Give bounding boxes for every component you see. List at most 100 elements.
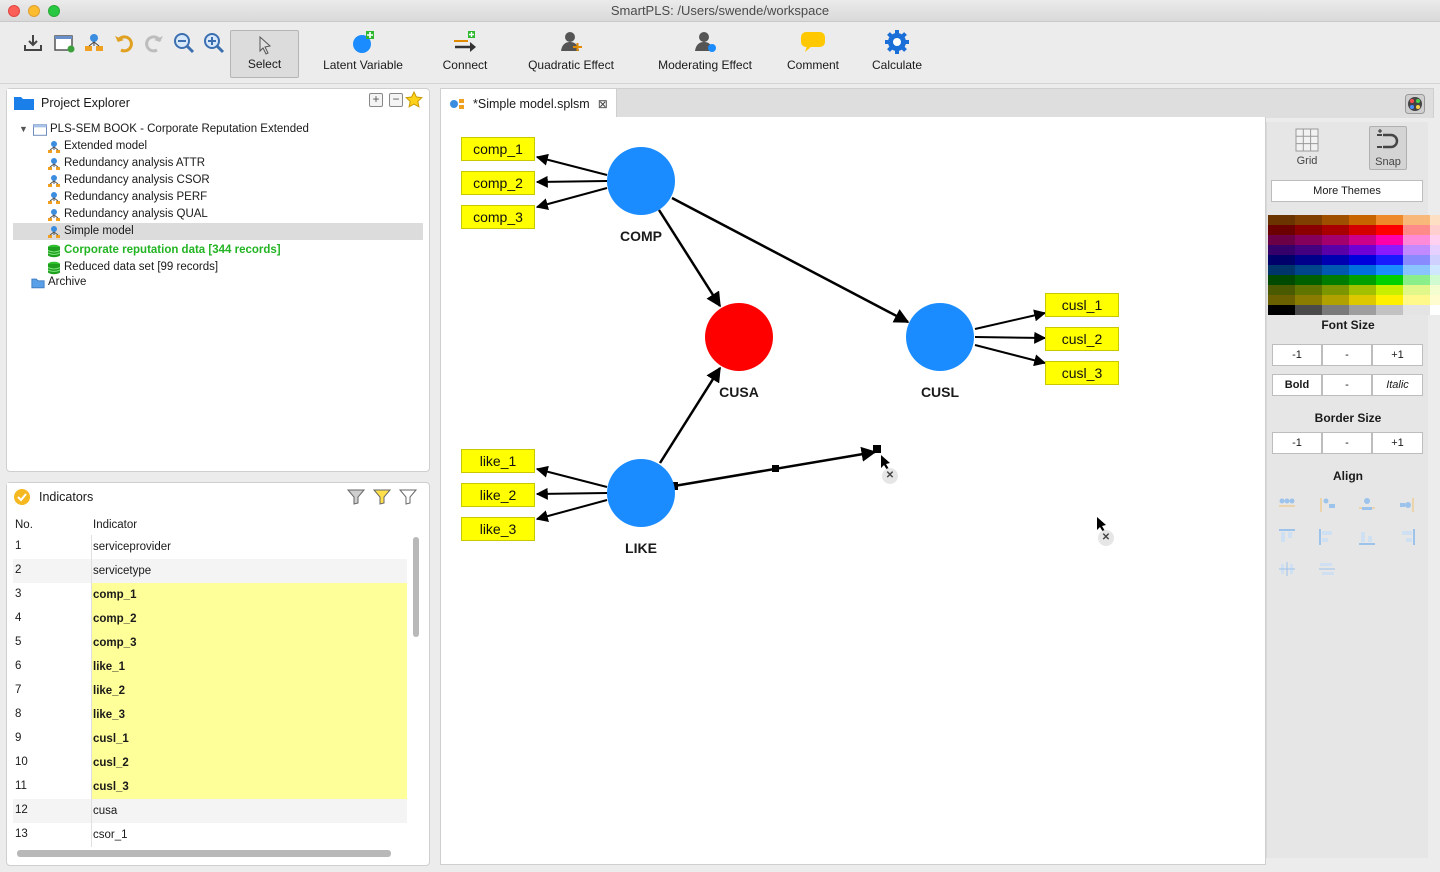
palette-icon[interactable] (1405, 94, 1425, 114)
color-swatch[interactable] (1322, 285, 1349, 295)
latent-variable-cusl[interactable] (906, 303, 974, 371)
archive-folder[interactable]: Archive (31, 274, 86, 291)
color-swatch[interactable] (1295, 285, 1322, 295)
latent-variable-comp-label[interactable]: COMP (620, 228, 662, 244)
color-swatch[interactable] (1295, 235, 1322, 245)
color-swatch[interactable] (1349, 225, 1376, 235)
filter-icon[interactable] (347, 489, 365, 505)
border-size-increase-button[interactable]: +1 (1372, 432, 1423, 454)
indicator-box-cusl-1[interactable]: cusl_1 (1045, 293, 1119, 317)
color-swatch[interactable] (1295, 225, 1322, 235)
loading-like-3[interactable] (535, 499, 608, 522)
more-themes-button[interactable]: More Themes (1271, 180, 1423, 202)
collapse-all-icon[interactable]: − (389, 93, 403, 107)
color-swatch[interactable] (1322, 235, 1349, 245)
color-swatch[interactable] (1268, 215, 1295, 225)
latent-variable-cusa-label[interactable]: CUSA (719, 384, 759, 400)
project-root[interactable]: ▼ PLS-SEM BOOK - Corporate Reputation Ex… (19, 121, 309, 138)
color-swatch[interactable] (1403, 305, 1430, 315)
distribute-horizontal-icon[interactable] (1278, 560, 1296, 578)
latent-variable-cusl-label[interactable]: CUSL (920, 384, 960, 400)
color-swatch[interactable] (1403, 235, 1430, 245)
color-swatch[interactable] (1349, 215, 1376, 225)
zoom-out-icon[interactable] (171, 30, 197, 56)
color-swatch[interactable] (1430, 305, 1440, 315)
color-swatch[interactable] (1295, 265, 1322, 275)
disclosure-triangle-icon[interactable]: ▼ (19, 124, 28, 134)
tree-item-reduced-data-set-99-records[interactable]: Reduced data set [99 records] (47, 259, 218, 276)
font-size-decrease-button[interactable]: -1 (1272, 344, 1322, 366)
indicator-box-cusl-3[interactable]: cusl_3 (1045, 361, 1119, 385)
color-swatch[interactable] (1268, 235, 1295, 245)
color-swatch[interactable] (1295, 305, 1322, 315)
color-swatch[interactable] (1430, 215, 1440, 225)
indicators-tab[interactable]: Indicators (7, 483, 103, 511)
color-swatch[interactable] (1268, 255, 1295, 265)
font-size-reset-button[interactable]: - (1322, 344, 1372, 366)
indicator-box-like-1[interactable]: like_1 (461, 449, 535, 473)
align-right-edges-icon[interactable] (1398, 528, 1416, 546)
color-swatch[interactable] (1376, 295, 1403, 305)
tree-item-corporate-reputation-data-344-records[interactable]: Corporate reputation data [344 records] (47, 242, 281, 259)
align-left-edges-icon[interactable] (1318, 528, 1336, 546)
color-swatch[interactable] (1349, 295, 1376, 305)
color-swatch[interactable] (1349, 275, 1376, 285)
window-icon[interactable] (51, 30, 77, 56)
tree-item-simple-model[interactable]: Simple model (13, 223, 423, 240)
redo-icon[interactable] (141, 30, 167, 56)
tree-item-extended-model[interactable]: Extended model (47, 138, 147, 155)
align-middle-icon[interactable] (1358, 496, 1376, 514)
indicator-box-comp-2[interactable]: comp_2 (461, 171, 535, 195)
color-swatch[interactable] (1376, 235, 1403, 245)
project-explorer-tab[interactable]: Project Explorer (7, 89, 135, 117)
filter-used-icon[interactable] (373, 489, 391, 505)
tree-item-redundancy-analysis-csor[interactable]: Redundancy analysis CSOR (47, 172, 210, 189)
latent-variable-like-label[interactable]: LIKE (625, 540, 657, 556)
close-tab-icon[interactable]: ⊠ (597, 97, 608, 111)
color-swatch[interactable] (1430, 255, 1440, 265)
color-swatch[interactable] (1268, 225, 1295, 235)
color-swatch[interactable] (1430, 265, 1440, 275)
color-swatch[interactable] (1268, 245, 1295, 255)
tree-item-redundancy-analysis-perf[interactable]: Redundancy analysis PERF (47, 189, 207, 206)
italic-button[interactable]: Italic (1372, 374, 1423, 396)
border-size-decrease-button[interactable]: -1 (1272, 432, 1322, 454)
color-swatch[interactable] (1322, 265, 1349, 275)
model-canvas[interactable]: ✕ ✕ COMP CUSA CUSL LIKE comp_1 comp_2 co… (440, 117, 1266, 865)
normal-style-button[interactable]: - (1322, 374, 1372, 396)
tree-item-redundancy-analysis-attr[interactable]: Redundancy analysis ATTR (47, 155, 205, 172)
color-swatch[interactable] (1376, 255, 1403, 265)
color-swatch[interactable] (1268, 295, 1295, 305)
color-swatch[interactable] (1349, 285, 1376, 295)
color-swatch[interactable] (1403, 275, 1430, 285)
comment-tool[interactable]: Comment (782, 28, 844, 72)
border-size-reset-button[interactable]: - (1322, 432, 1372, 454)
color-swatch[interactable] (1295, 275, 1322, 285)
star-icon[interactable] (405, 91, 423, 109)
color-swatch[interactable] (1430, 235, 1440, 245)
select-tool-button[interactable]: Select (230, 30, 299, 78)
distribute-vertical-icon[interactable] (1318, 560, 1336, 578)
color-swatch[interactable] (1268, 265, 1295, 275)
color-swatch[interactable] (1295, 245, 1322, 255)
undo-icon[interactable] (111, 30, 137, 56)
align-right-centers-icon[interactable] (1398, 496, 1416, 514)
color-swatch[interactable] (1430, 295, 1440, 305)
color-swatch[interactable] (1322, 275, 1349, 285)
path-comp-cusl[interactable] (671, 196, 910, 324)
color-swatch[interactable] (1376, 225, 1403, 235)
path-comp-cusa[interactable] (657, 209, 722, 308)
color-swatch[interactable] (1349, 255, 1376, 265)
minimize-window-button[interactable] (28, 5, 40, 17)
color-swatch[interactable] (1376, 285, 1403, 295)
color-swatch[interactable] (1322, 225, 1349, 235)
color-swatch[interactable] (1430, 225, 1440, 235)
